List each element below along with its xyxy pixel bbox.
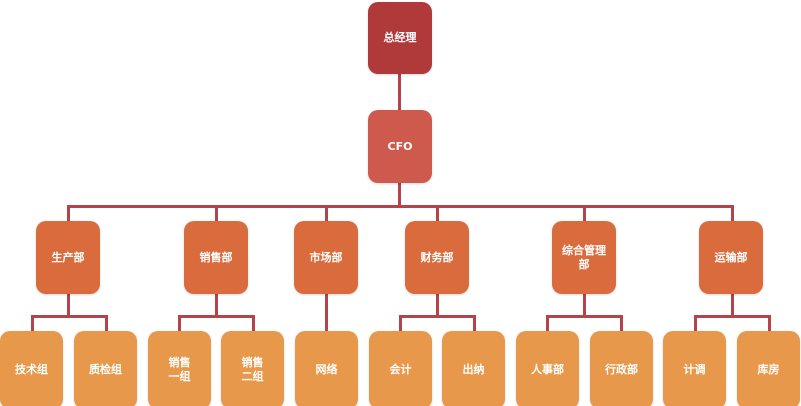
node-department[interactable]: 财务部 (405, 221, 469, 294)
node-team[interactable]: 网络 (295, 331, 358, 406)
connector (178, 315, 254, 318)
connector (31, 315, 107, 318)
connector (252, 315, 255, 332)
node-label: 计调 (683, 363, 706, 376)
connector (731, 294, 734, 316)
node-label: 销售部 (199, 250, 233, 264)
node-label: 生产部 (51, 250, 85, 264)
node-label: 综合管理部 (562, 243, 606, 271)
connector (583, 205, 586, 222)
node-team[interactable]: 质检组 (74, 331, 137, 406)
node-label: 行政部 (605, 363, 638, 376)
node-label: 总经理 (383, 31, 417, 44)
connector (325, 294, 328, 332)
node-label: 销售二组 (241, 356, 264, 383)
node-department[interactable]: 综合管理部 (552, 221, 616, 294)
connector (583, 294, 586, 316)
connector (67, 294, 70, 316)
node-team[interactable]: 销售二组 (221, 331, 284, 406)
node-label: 人事部 (531, 363, 564, 376)
connector (399, 315, 476, 318)
connector (436, 205, 439, 222)
connector (31, 315, 34, 332)
connector (178, 315, 181, 332)
connector (215, 294, 218, 316)
connector (398, 183, 401, 207)
node-label: 出纳 (462, 363, 485, 376)
node-team[interactable]: 库房 (737, 331, 800, 406)
connector (620, 315, 623, 332)
node-team[interactable]: 出纳 (442, 331, 505, 406)
node-label: 技术组 (15, 363, 48, 376)
node-team[interactable]: 人事部 (516, 331, 579, 406)
node-label: CFO (387, 139, 413, 153)
connector (325, 205, 328, 222)
connector (694, 315, 697, 332)
node-team[interactable]: 会计 (369, 331, 432, 406)
node-label: 运输部 (714, 250, 748, 264)
node-department[interactable]: 市场部 (294, 221, 358, 294)
node-department[interactable]: 销售部 (184, 221, 248, 294)
node-label: 财务部 (420, 250, 454, 264)
connector (731, 205, 734, 222)
connector (67, 205, 70, 222)
connector (694, 315, 771, 318)
connector (215, 205, 218, 222)
node-label: 质检组 (89, 363, 122, 376)
node-label: 网络 (315, 363, 338, 376)
connector (105, 315, 108, 332)
connector (546, 315, 623, 318)
node-label: 库房 (757, 363, 780, 376)
connector (436, 294, 439, 316)
connector (399, 315, 402, 332)
connector (546, 315, 549, 332)
node-team[interactable]: 销售一组 (148, 331, 211, 406)
connector (768, 315, 771, 332)
node-team[interactable]: 行政部 (590, 331, 653, 406)
node-label: 会计 (389, 363, 412, 376)
node-label: 市场部 (309, 250, 343, 264)
connector (398, 74, 401, 111)
node-label: 销售一组 (168, 356, 191, 383)
node-department[interactable]: 生产部 (36, 221, 100, 294)
connector (67, 205, 734, 208)
connector (473, 315, 476, 332)
node-department[interactable]: 运输部 (699, 221, 763, 294)
node-team[interactable]: 技术组 (0, 331, 63, 406)
node-general-manager[interactable]: 总经理 (368, 2, 432, 74)
node-cfo[interactable]: CFO (368, 110, 432, 183)
node-team[interactable]: 计调 (663, 331, 726, 406)
